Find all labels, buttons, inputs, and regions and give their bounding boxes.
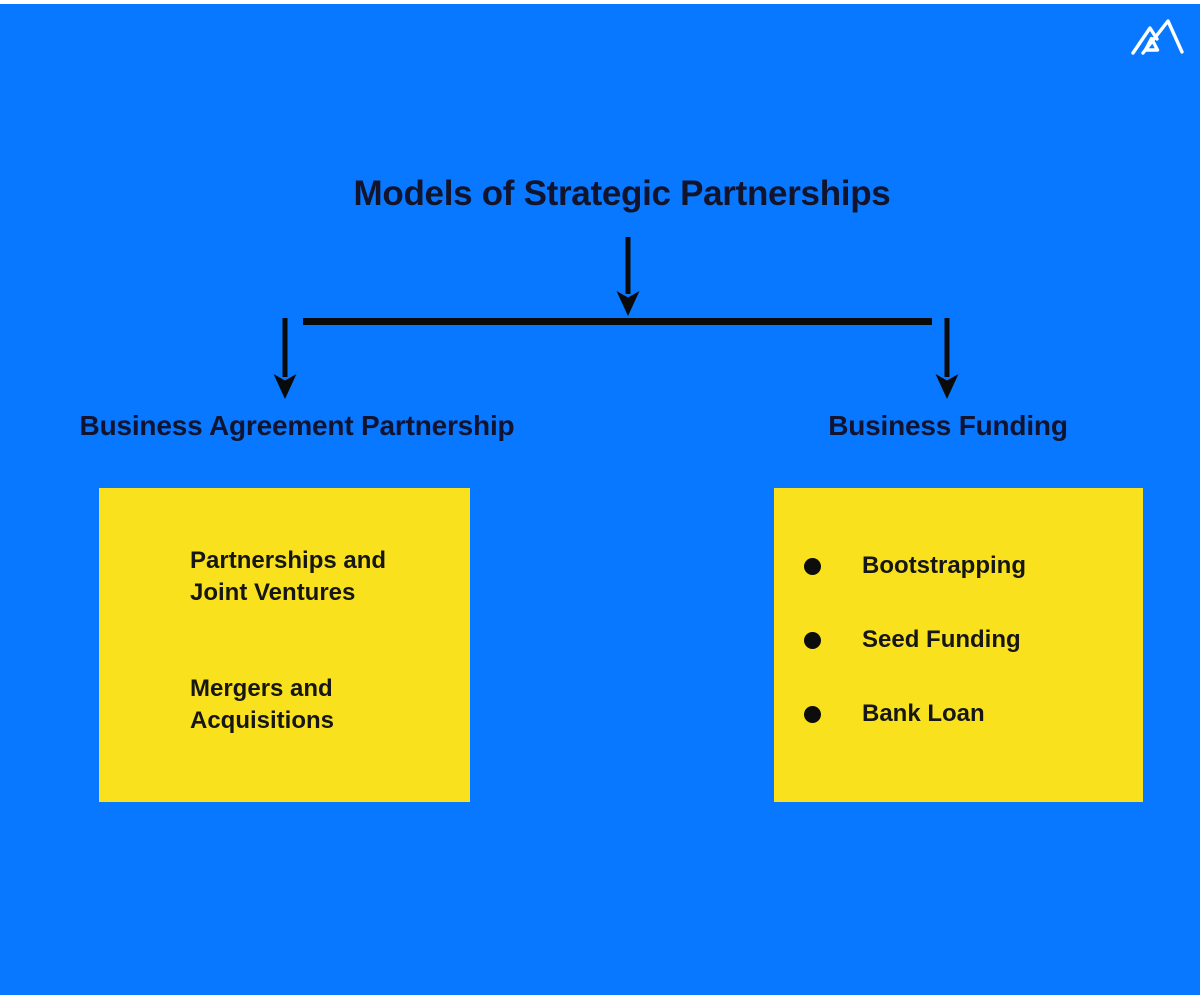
bullet-icon [804,631,821,649]
bottom-border-strip [0,995,1200,1000]
list-item-partnerships-joint-ventures: Partnerships and Joint Ventures [190,547,387,606]
mountain-logo-icon [1131,19,1184,55]
diagram-title: Models of Strategic Partnerships [353,174,891,213]
bullet-icon [804,705,821,723]
list-item-seed-funding: Seed Funding [774,624,1129,656]
branch-label-business-funding: Business Funding [828,410,1068,441]
business-agreement-partnership-box: Partnerships and Joint Ventures Mergers … [99,488,470,802]
list-item-bank-loan: Bank Loan [774,698,1129,730]
bullet-label: Bootstrapping [862,552,1026,579]
business-funding-box: Bootstrapping Seed Funding Bank Loan [774,488,1143,802]
bullet-icon [804,557,821,575]
bullet-label: Seed Funding [862,626,1021,653]
list-item-bootstrapping: Bootstrapping [774,550,1129,582]
bullet-label: Bank Loan [862,700,985,727]
branch-label-business-agreement-partnership: Business Agreement Partnership [79,410,515,441]
list-item-mergers-acquisitions: Mergers and Acquisitions [190,675,335,734]
top-border-strip [0,0,1200,4]
